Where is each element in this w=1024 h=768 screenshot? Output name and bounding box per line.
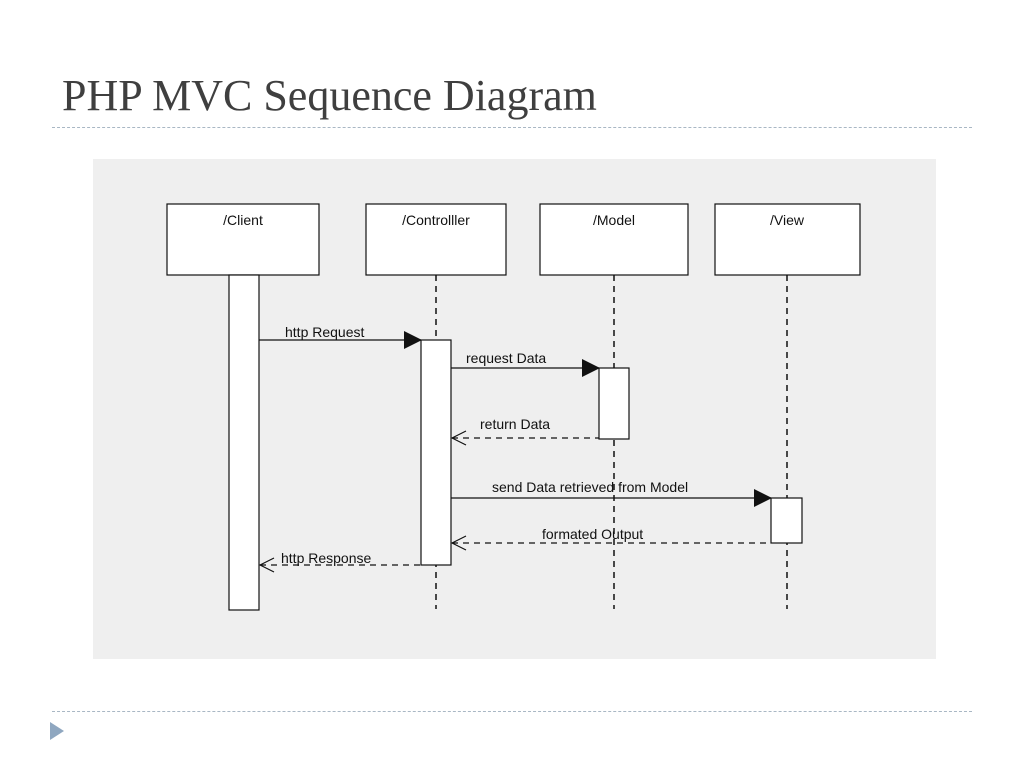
- message-formated-output-label: formated Output: [542, 526, 643, 542]
- message-return-data: return Data: [452, 416, 599, 438]
- message-formated-output: formated Output: [452, 526, 771, 543]
- message-http-request: http Request: [259, 324, 422, 349]
- participant-model-label: /Model: [593, 212, 635, 228]
- sequence-diagram: /Client /Controlller /Model /View: [93, 159, 936, 659]
- message-http-response: http Response: [260, 550, 421, 566]
- triangle-bullet-icon: [50, 722, 64, 740]
- participant-view-label: /View: [770, 212, 805, 228]
- participant-controller: /Controlller: [365, 203, 507, 276]
- slide-title: PHP MVC Sequence Diagram: [62, 71, 597, 120]
- participant-view: /View: [714, 203, 861, 276]
- activation-controller: [420, 339, 452, 566]
- message-return-data-label: return Data: [480, 416, 550, 432]
- participant-client: /Client: [166, 203, 320, 276]
- activation-client: [228, 274, 260, 611]
- activation-view: [770, 497, 803, 544]
- message-http-response-label: http Response: [281, 550, 371, 566]
- footer-divider: [52, 711, 972, 712]
- activation-model: [598, 367, 630, 440]
- message-send-data: send Data retrieved from Model: [451, 479, 772, 507]
- message-http-request-label: http Request: [285, 324, 364, 340]
- participant-model: /Model: [539, 203, 689, 276]
- participant-controller-label: /Controlller: [402, 212, 470, 228]
- message-request-data-label: request Data: [466, 350, 546, 366]
- diagram-canvas: /Client /Controlller /Model /View: [166, 203, 861, 611]
- participant-client-label: /Client: [223, 212, 263, 228]
- title-divider: [52, 127, 972, 128]
- message-send-data-label: send Data retrieved from Model: [492, 479, 688, 495]
- message-request-data: request Data: [451, 350, 600, 377]
